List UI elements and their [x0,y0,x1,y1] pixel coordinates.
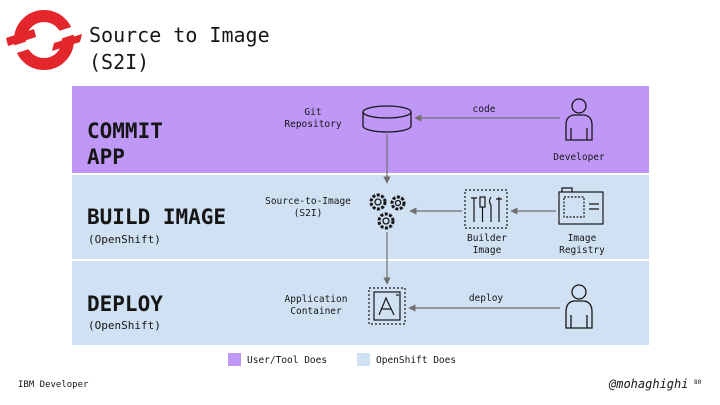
image-registry-label-line2: Registry [559,245,605,256]
page-number: 80 [694,379,702,386]
build-band [72,175,649,259]
deploy-band [72,261,649,345]
git-repository-label: Git Repository [268,107,358,131]
s2i-label: Source-to-Image (S2I) [256,196,360,220]
footer-brand: IBM Developer [18,380,89,390]
s2i-label-line2: (S2I) [293,208,323,219]
legend-label-user-tool: User/Tool Does [247,355,328,366]
commit-heading-line2: APP [87,145,125,169]
title-line2: (S2I) [89,50,150,74]
s2i-label-line1: Source-to-Image [265,196,351,207]
legend-swatch-user-tool [228,353,241,366]
developer-top-label: Developer [553,152,605,163]
app-container-icon [368,287,406,325]
footer-handle: @mohaghighi [609,377,689,391]
user-icon [565,98,593,141]
registry-icon [558,187,604,225]
build-subheading: (OpenShift) [88,233,161,246]
commit-heading-line1: COMMIT [87,119,163,143]
edge-code-label: code [472,104,496,115]
legend-label-openshift: OpenShift Does [376,355,457,366]
builder-image-label-line2: Image [472,245,502,256]
image-registry-label: Image Registry [549,233,615,257]
git-repository-label-line1: Git [304,107,322,118]
deploy-subheading: (OpenShift) [88,319,161,332]
legend-swatch-openshift [357,353,370,366]
deploy-heading: DEPLOY [87,292,163,316]
build-heading: BUILD IMAGE [87,205,227,229]
database-icon [362,105,412,133]
gears-icon [369,193,406,230]
edge-deploy-label: deploy [468,293,504,304]
application-container-label-line1: Application [284,294,348,305]
builder-image-label: Builder Image [457,233,517,257]
application-container-label-line2: Container [290,306,342,317]
user-icon [565,284,593,329]
image-registry-label-line1: Image [567,233,597,244]
title-line1: Source to Image [89,23,270,47]
commit-band [72,86,649,173]
git-repository-label-line2: Repository [284,119,342,130]
application-container-label: Application Container [268,294,364,318]
page-title: Source to Image (S2I) [89,22,270,76]
commit-heading: COMMIT APP [87,118,163,170]
builder-image-label-line1: Builder [466,233,508,244]
tools-icon [464,189,508,229]
